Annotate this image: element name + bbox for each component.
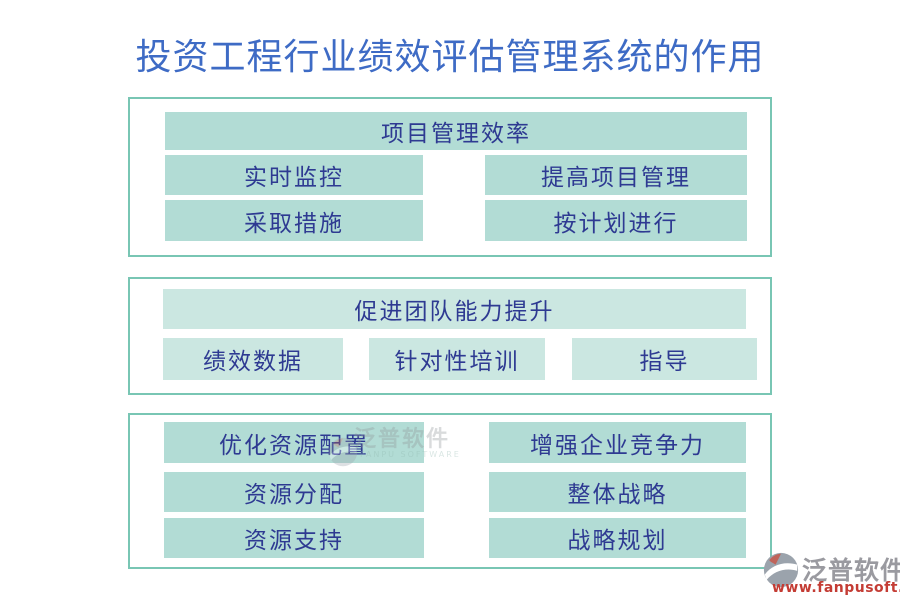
box-improve-project-management: 提高项目管理 — [485, 155, 747, 195]
box-performance-data: 绩效数据 — [163, 338, 343, 380]
header-box-project-management-efficiency: 项目管理效率 — [165, 112, 747, 150]
page-title: 投资工程行业绩效评估管理系统的作用 — [135, 37, 765, 78]
box-take-measures: 采取措施 — [165, 200, 423, 241]
box-guidance: 指导 — [572, 338, 757, 380]
brand-name: 泛普软件 — [802, 556, 900, 585]
box-enhance-enterprise-competitiveness: 增强企业竞争力 — [489, 422, 746, 463]
header-box-promote-team-capability: 促进团队能力提升 — [163, 289, 746, 329]
box-resource-distribution: 资源分配 — [164, 472, 424, 512]
brand-logo: 泛普软件 www.fanpusoft.com — [760, 549, 900, 599]
box-targeted-training: 针对性培训 — [369, 338, 545, 380]
box-strategic-planning: 战略规划 — [489, 518, 746, 558]
box-proceed-as-planned: 按计划进行 — [485, 200, 747, 241]
box-optimize-resource-allocation: 优化资源配置 — [164, 422, 424, 463]
box-real-time-monitoring: 实时监控 — [165, 155, 423, 195]
fanpu-logo-icon — [763, 552, 799, 588]
brand-url: www.fanpusoft.com — [772, 580, 900, 596]
box-overall-strategy: 整体战略 — [489, 472, 746, 512]
box-resource-support: 资源支持 — [164, 518, 424, 558]
